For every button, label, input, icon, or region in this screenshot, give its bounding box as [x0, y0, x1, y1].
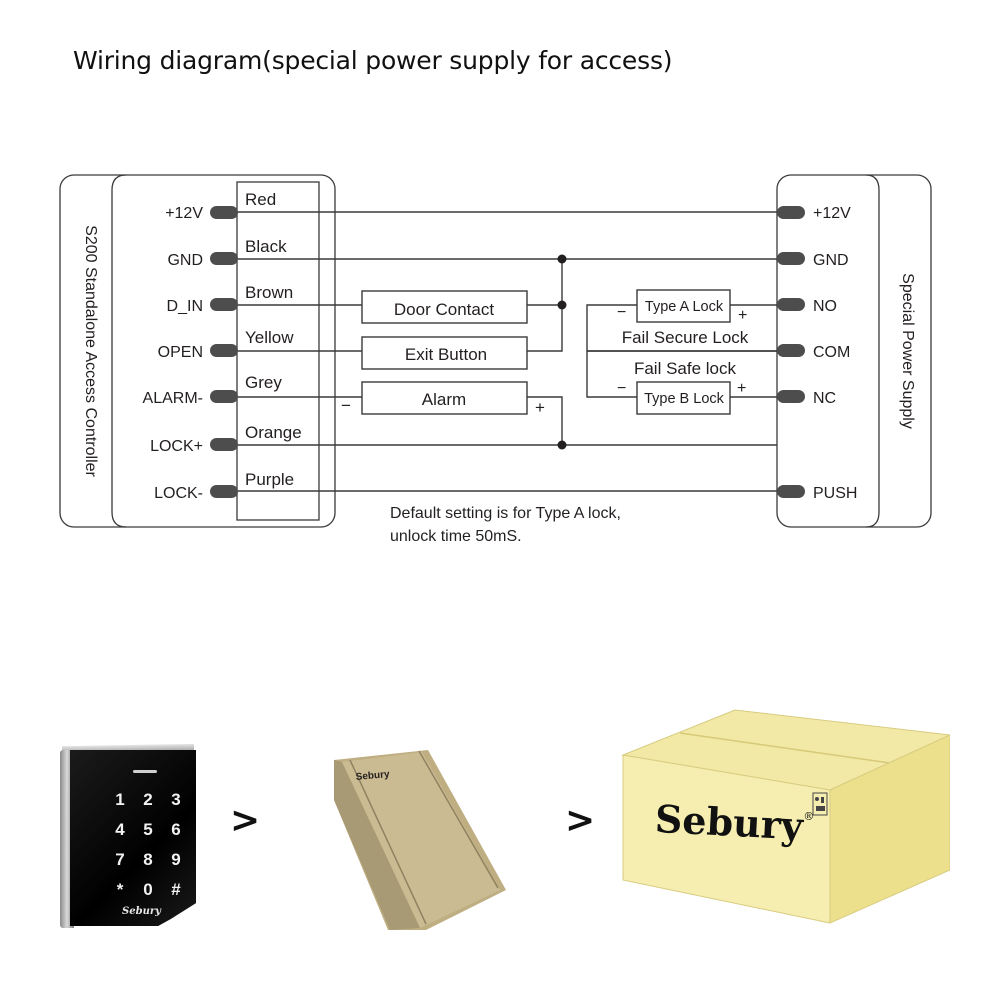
wire-label-brown: Brown [245, 283, 293, 302]
fail-safe-label: Fail Safe lock [634, 359, 737, 378]
wire-label-purple: Purple [245, 470, 294, 489]
terminal-lock-plus: LOCK+ Orange [150, 423, 302, 455]
svg-text:COM: COM [813, 344, 850, 361]
type-b-lock-box: Type B Lock − + [617, 380, 746, 415]
svg-text:GND: GND [167, 252, 203, 269]
controller-divider [111, 174, 127, 528]
terminal-alarm-minus: ALARM- Grey [143, 373, 283, 407]
alarm-plus-sign: + [535, 398, 545, 417]
svg-text:+: + [737, 380, 746, 397]
svg-text:GND: GND [813, 252, 849, 269]
svg-text:Door Contact: Door Contact [394, 300, 494, 319]
wire-label-red: Red [245, 190, 276, 209]
alarm-minus-sign: − [341, 396, 351, 415]
wire-label-black: Black [245, 237, 287, 256]
exit-button-box: Exit Button [361, 336, 528, 370]
wire-label-orange: Orange [245, 423, 302, 442]
type-a-lock-box: Type A Lock − + [617, 289, 747, 324]
svg-text:+: + [738, 307, 747, 324]
svg-text:D_IN: D_IN [167, 298, 203, 315]
power-supply-divider [865, 174, 880, 528]
wires [238, 211, 777, 492]
wiring-diagram: S200 Standalone Access Controller Specia… [59, 174, 932, 528]
kraft-brand-logo: Sebury [355, 769, 390, 783]
power-supply-terminals: +12V GND NO COM NC PUSH [777, 205, 857, 502]
carton-handling-symbols-icon [812, 792, 828, 816]
keypad-led-slot [133, 770, 157, 773]
kraft-box-image: Sebury [334, 750, 506, 930]
svg-text:+12V: +12V [165, 205, 203, 222]
terminal-lock-minus: LOCK- Purple [154, 470, 294, 502]
default-setting-note: Default setting is for Type A lock, unlo… [390, 505, 621, 545]
fail-secure-label: Fail Secure Lock [622, 328, 749, 347]
svg-text:Alarm: Alarm [422, 390, 466, 409]
terminal-plus12v: +12V Red [165, 190, 276, 222]
controller-terminals: +12V Red GND Black D_IN Brown OPEN Yellow AL… [143, 190, 302, 502]
arrow-1-icon: > [230, 800, 261, 841]
keypad-brand-logo: Sebury [122, 906, 161, 917]
wire-label-yellow: Yellow [245, 328, 294, 347]
svg-text:−: − [617, 380, 626, 397]
svg-text:PUSH: PUSH [813, 485, 857, 502]
svg-text:Exit Button: Exit Button [405, 345, 487, 364]
svg-text:NO: NO [813, 298, 837, 315]
carton-brand-logo: Sebury® [653, 795, 815, 849]
carton-box-image [621, 709, 950, 924]
svg-text:LOCK-: LOCK- [154, 485, 203, 502]
psu-terminal-push: PUSH [777, 485, 857, 502]
junction-dots [557, 254, 567, 450]
door-contact-box: Door Contact [361, 290, 528, 324]
page-title: Wiring diagram(special power supply for … [73, 46, 673, 75]
svg-text:Type B Lock: Type B Lock [644, 391, 725, 407]
svg-text:NC: NC [813, 390, 836, 407]
psu-terminal-plus12v: +12V [777, 205, 851, 222]
svg-text:ALARM-: ALARM- [143, 390, 203, 407]
svg-text:LOCK+: LOCK+ [150, 438, 203, 455]
terminal-gnd: GND Black [167, 237, 287, 269]
psu-terminal-gnd: GND [777, 252, 849, 269]
controller-name: S200 Standalone Access Controller [82, 225, 99, 477]
terminal-open: OPEN Yellow [158, 328, 295, 361]
svg-text:−: − [617, 304, 626, 321]
power-supply-name: Special Power Supply [899, 273, 916, 429]
svg-text:Type A Lock: Type A Lock [645, 299, 724, 315]
alarm-box: Alarm − + [341, 381, 545, 417]
psu-terminal-com: COM [777, 344, 850, 361]
arrow-2-icon: > [565, 800, 596, 841]
psu-terminal-no: NO [777, 298, 837, 315]
psu-terminal-nc: NC [777, 390, 836, 407]
svg-text:OPEN: OPEN [158, 344, 203, 361]
svg-text:+12V: +12V [813, 205, 851, 222]
wire-label-grey: Grey [245, 373, 282, 392]
terminal-d-in: D_IN Brown [167, 283, 294, 315]
